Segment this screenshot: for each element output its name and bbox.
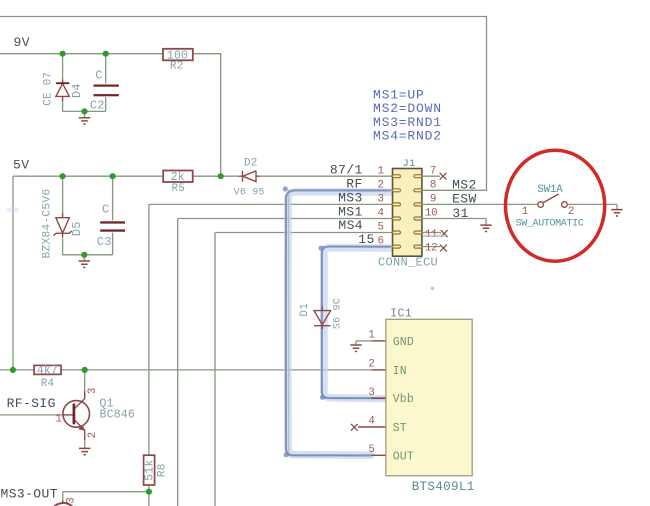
svg-text:SW1A: SW1A [537, 184, 563, 196]
svg-text:BTS409L1: BTS409L1 [412, 480, 475, 494]
svg-text:MS3=RND1: MS3=RND1 [373, 115, 442, 130]
svg-text:BC846: BC846 [100, 408, 136, 421]
svg-text:Q1: Q1 [100, 397, 114, 410]
svg-text:RF: RF [346, 176, 362, 191]
svg-text:J1: J1 [403, 158, 416, 170]
svg-text:100: 100 [167, 50, 188, 63]
svg-text:1: 1 [368, 330, 374, 342]
svg-text:D5: D5 [70, 221, 84, 236]
svg-text:3: 3 [368, 387, 374, 399]
svg-text:Vbb: Vbb [393, 393, 414, 406]
svg-text:GND: GND [393, 336, 414, 349]
svg-text:ST: ST [393, 422, 407, 435]
svg-text:D2: D2 [244, 157, 258, 169]
svg-text:R4: R4 [41, 378, 55, 390]
svg-text:7: 7 [430, 165, 436, 177]
svg-text:CONN_ECU: CONN_ECU [378, 256, 438, 270]
svg-text:3: 3 [87, 388, 99, 394]
svg-text:D1: D1 [299, 303, 311, 317]
svg-text:2: 2 [368, 359, 374, 371]
svg-text:MS4: MS4 [338, 218, 363, 233]
svg-text:MS3: MS3 [338, 191, 363, 206]
svg-text:R8: R8 [156, 463, 168, 477]
svg-text:CE 07: CE 07 [43, 72, 55, 106]
svg-text:OUT: OUT [393, 450, 414, 463]
svg-text:2: 2 [568, 206, 574, 218]
svg-text:MS2: MS2 [452, 177, 477, 192]
svg-text:31: 31 [452, 206, 468, 221]
svg-text:BZX84-C5V6: BZX84-C5V6 [42, 189, 54, 259]
svg-text:C3: C3 [97, 235, 112, 249]
svg-text:MS1=UP: MS1=UP [373, 87, 425, 102]
svg-text:4: 4 [378, 208, 384, 220]
svg-text:5: 5 [368, 444, 374, 456]
svg-text:C: C [102, 203, 109, 217]
svg-text:9: 9 [430, 194, 436, 206]
svg-text:2k: 2k [171, 171, 185, 184]
svg-text:12: 12 [425, 243, 437, 255]
svg-text:1: 1 [378, 165, 384, 177]
svg-text:15: 15 [358, 232, 374, 247]
svg-text:87/1: 87/1 [330, 162, 363, 177]
svg-text:2: 2 [378, 179, 384, 191]
svg-text:1: 1 [522, 206, 529, 218]
svg-text:2: 2 [87, 432, 99, 438]
svg-text:9V: 9V [14, 35, 30, 50]
svg-text:MS2=DOWN: MS2=DOWN [373, 101, 442, 116]
svg-text:R5: R5 [171, 183, 185, 195]
svg-text:V6 95: V6 95 [234, 188, 265, 199]
svg-text:IC1: IC1 [390, 307, 412, 320]
svg-text:3: 3 [378, 194, 384, 206]
svg-text:C: C [95, 69, 102, 83]
svg-text:8: 8 [430, 179, 436, 191]
svg-text:RF-SIG: RF-SIG [7, 396, 56, 411]
svg-text:S6 9C: S6 9C [333, 298, 344, 329]
svg-text:6: 6 [378, 236, 384, 248]
svg-text:10: 10 [425, 208, 437, 220]
svg-text:SW_AUTOMATIC: SW_AUTOMATIC [516, 219, 584, 230]
svg-text:IN: IN [393, 365, 407, 378]
svg-text:51k: 51k [144, 460, 157, 481]
svg-text:4: 4 [368, 415, 374, 427]
svg-text:ESW: ESW [452, 192, 477, 207]
svg-text:1: 1 [55, 413, 61, 425]
svg-text:MS4=RND2: MS4=RND2 [373, 129, 442, 144]
svg-text:5: 5 [378, 222, 384, 234]
svg-text:C2: C2 [90, 99, 105, 113]
svg-text:R2: R2 [170, 60, 184, 72]
svg-text:D4: D4 [70, 83, 84, 98]
svg-text:3: 3 [66, 498, 78, 504]
svg-text:4k7: 4k7 [37, 365, 58, 378]
svg-text:MS3-OUT: MS3-OUT [1, 487, 58, 502]
svg-text:5V: 5V [13, 157, 29, 172]
svg-text:MS1: MS1 [338, 204, 363, 219]
